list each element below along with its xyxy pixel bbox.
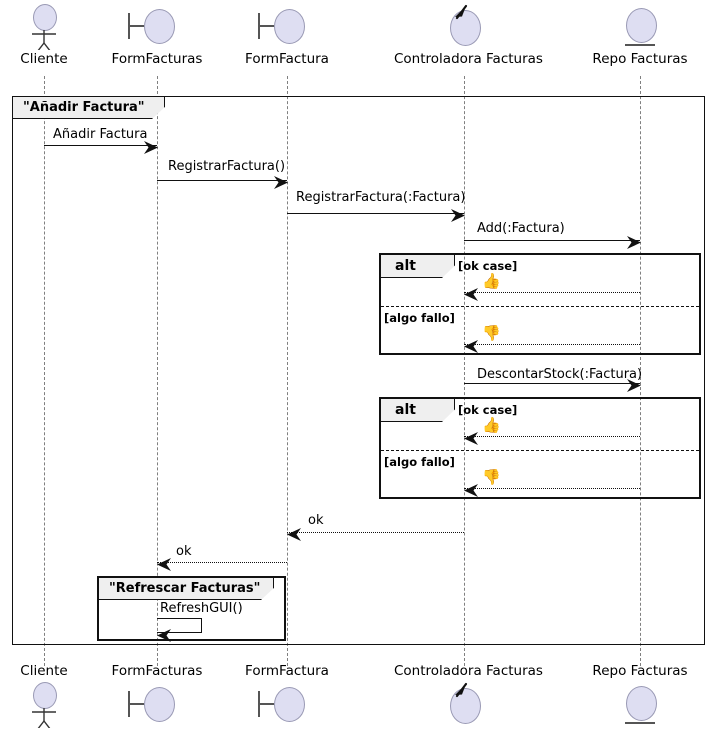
participant-head-repo: Repo Facturas [570,4,710,67]
message-label-m1: Añadir Factura [53,127,148,142]
actor-icon [0,4,114,50]
message-line-m1 [44,145,157,146]
lifeline-controladora [464,76,465,666]
frame-title-refrescar-facturas: "Refrescar Facturas" [109,581,261,596]
message-line-m2 [157,180,287,181]
message-line-m3 [287,213,464,214]
arrowhead-alt-add-0 [464,286,478,301]
lifeline-formfactura [287,76,288,666]
alt-tab-alt-add: alt [381,255,455,278]
alt-guard-alt-stock-0: [ok case] [458,403,518,417]
alt-tab-alt-stock: alt [381,399,455,422]
participant-foot-controladora: Controladora Facturas [394,663,543,728]
participant-foot-formfactura: FormFactura [217,664,357,728]
actor-icon [0,682,114,728]
return-thumbs-up-icon-alt-add-0: 👍 [482,272,501,290]
return-thumbs-down-icon-alt-add-1: 👎 [482,324,501,342]
participant-label-formfactura: FormFactura [245,51,329,67]
arrowhead-alt-stock-0 [464,430,478,445]
participant-head-controladora: Controladora Facturas [394,4,543,67]
arrowhead-m2 [274,174,288,189]
message-label-m2: RegistrarFactura() [168,159,286,174]
alt-frame-alt-add: alt [379,253,701,355]
boundary-icon [217,4,357,50]
entity-icon [570,4,710,50]
participant-foot-formfacturas: FormFacturas [87,664,227,728]
message-label-m6: ok [308,513,324,528]
participant-foot-label-cliente: Cliente [20,663,68,679]
boundary-icon [87,4,227,50]
alt-label-alt-stock: alt [395,402,416,418]
return-line-alt-stock-1 [464,488,640,489]
alt-divider-alt-stock [381,450,699,451]
participant-label-cliente: Cliente [20,51,68,67]
arrowhead-m7 [157,556,171,571]
frame-refrescar-facturas: "Refrescar Facturas" [97,576,286,641]
participant-foot-label-repo: Repo Facturas [592,663,688,679]
message-label-m5: DescontarStock(:Factura) [477,367,643,382]
participant-label-controladora: Controladora Facturas [394,51,543,67]
alt-guard-alt-add-0: [ok case] [458,259,518,273]
participant-foot-repo: Repo Facturas [570,664,710,728]
alt-guard-alt-add-1: [algo fallo] [384,311,455,325]
arrowhead-alt-add-1 [464,338,478,353]
lifeline-formfacturas [157,76,158,666]
lifeline-repo [640,76,641,666]
frame-title-anadir-factura: "Añadir Factura" [23,100,145,115]
return-line-alt-add-1 [464,344,640,345]
return-line-alt-add-0 [464,292,640,293]
arrowhead-m1 [144,139,158,154]
lifeline-cliente [44,76,45,666]
arrowhead-m5 [627,377,641,392]
alt-divider-alt-add [381,306,699,307]
message-label-m4: Add(:Factura) [477,221,565,236]
self-message-box-m8 [157,618,202,633]
frame-title-tab-refrescar-facturas: "Refrescar Facturas" [99,578,274,600]
message-label-m8: RefreshGUI() [160,601,243,616]
arrowhead-m8 [157,627,171,642]
alt-label-alt-add: alt [395,258,416,274]
boundary-icon [87,682,227,728]
arrowhead-m4 [627,234,641,249]
frame-anadir-factura: "Añadir Factura" [12,96,705,645]
arrowhead-m6 [287,526,301,541]
return-thumbs-down-icon-alt-stock-1: 👎 [482,468,501,486]
participant-head-formfacturas: FormFacturas [87,4,227,67]
arrowhead-alt-stock-1 [464,482,478,497]
control-icon [394,4,534,50]
arrowhead-m3 [451,207,465,222]
participant-head-cliente: Cliente [0,4,114,67]
return-thumbs-up-icon-alt-stock-0: 👍 [482,416,501,434]
frame-title-tab-anadir-factura: "Añadir Factura" [13,97,165,119]
message-label-m3: RegistrarFactura(:Factura) [296,190,466,205]
participant-foot-label-formfactura: FormFactura [245,663,329,679]
message-line-m5 [464,383,640,384]
message-line-m7 [157,562,287,563]
alt-frame-alt-stock: alt [379,397,701,499]
entity-icon [570,682,710,728]
boundary-icon [217,682,357,728]
participant-label-repo: Repo Facturas [592,51,688,67]
message-line-m6 [287,532,464,533]
message-line-m4 [464,240,640,241]
message-label-m7: ok [176,544,192,559]
participant-foot-label-controladora: Controladora Facturas [394,663,543,679]
participant-label-formfacturas: FormFacturas [111,51,203,67]
participant-head-formfactura: FormFactura [217,4,357,67]
participant-foot-label-formfacturas: FormFacturas [111,663,203,679]
participant-foot-cliente: Cliente [0,664,114,728]
control-icon [394,682,534,728]
return-line-alt-stock-0 [464,436,640,437]
alt-guard-alt-stock-1: [algo fallo] [384,455,455,469]
